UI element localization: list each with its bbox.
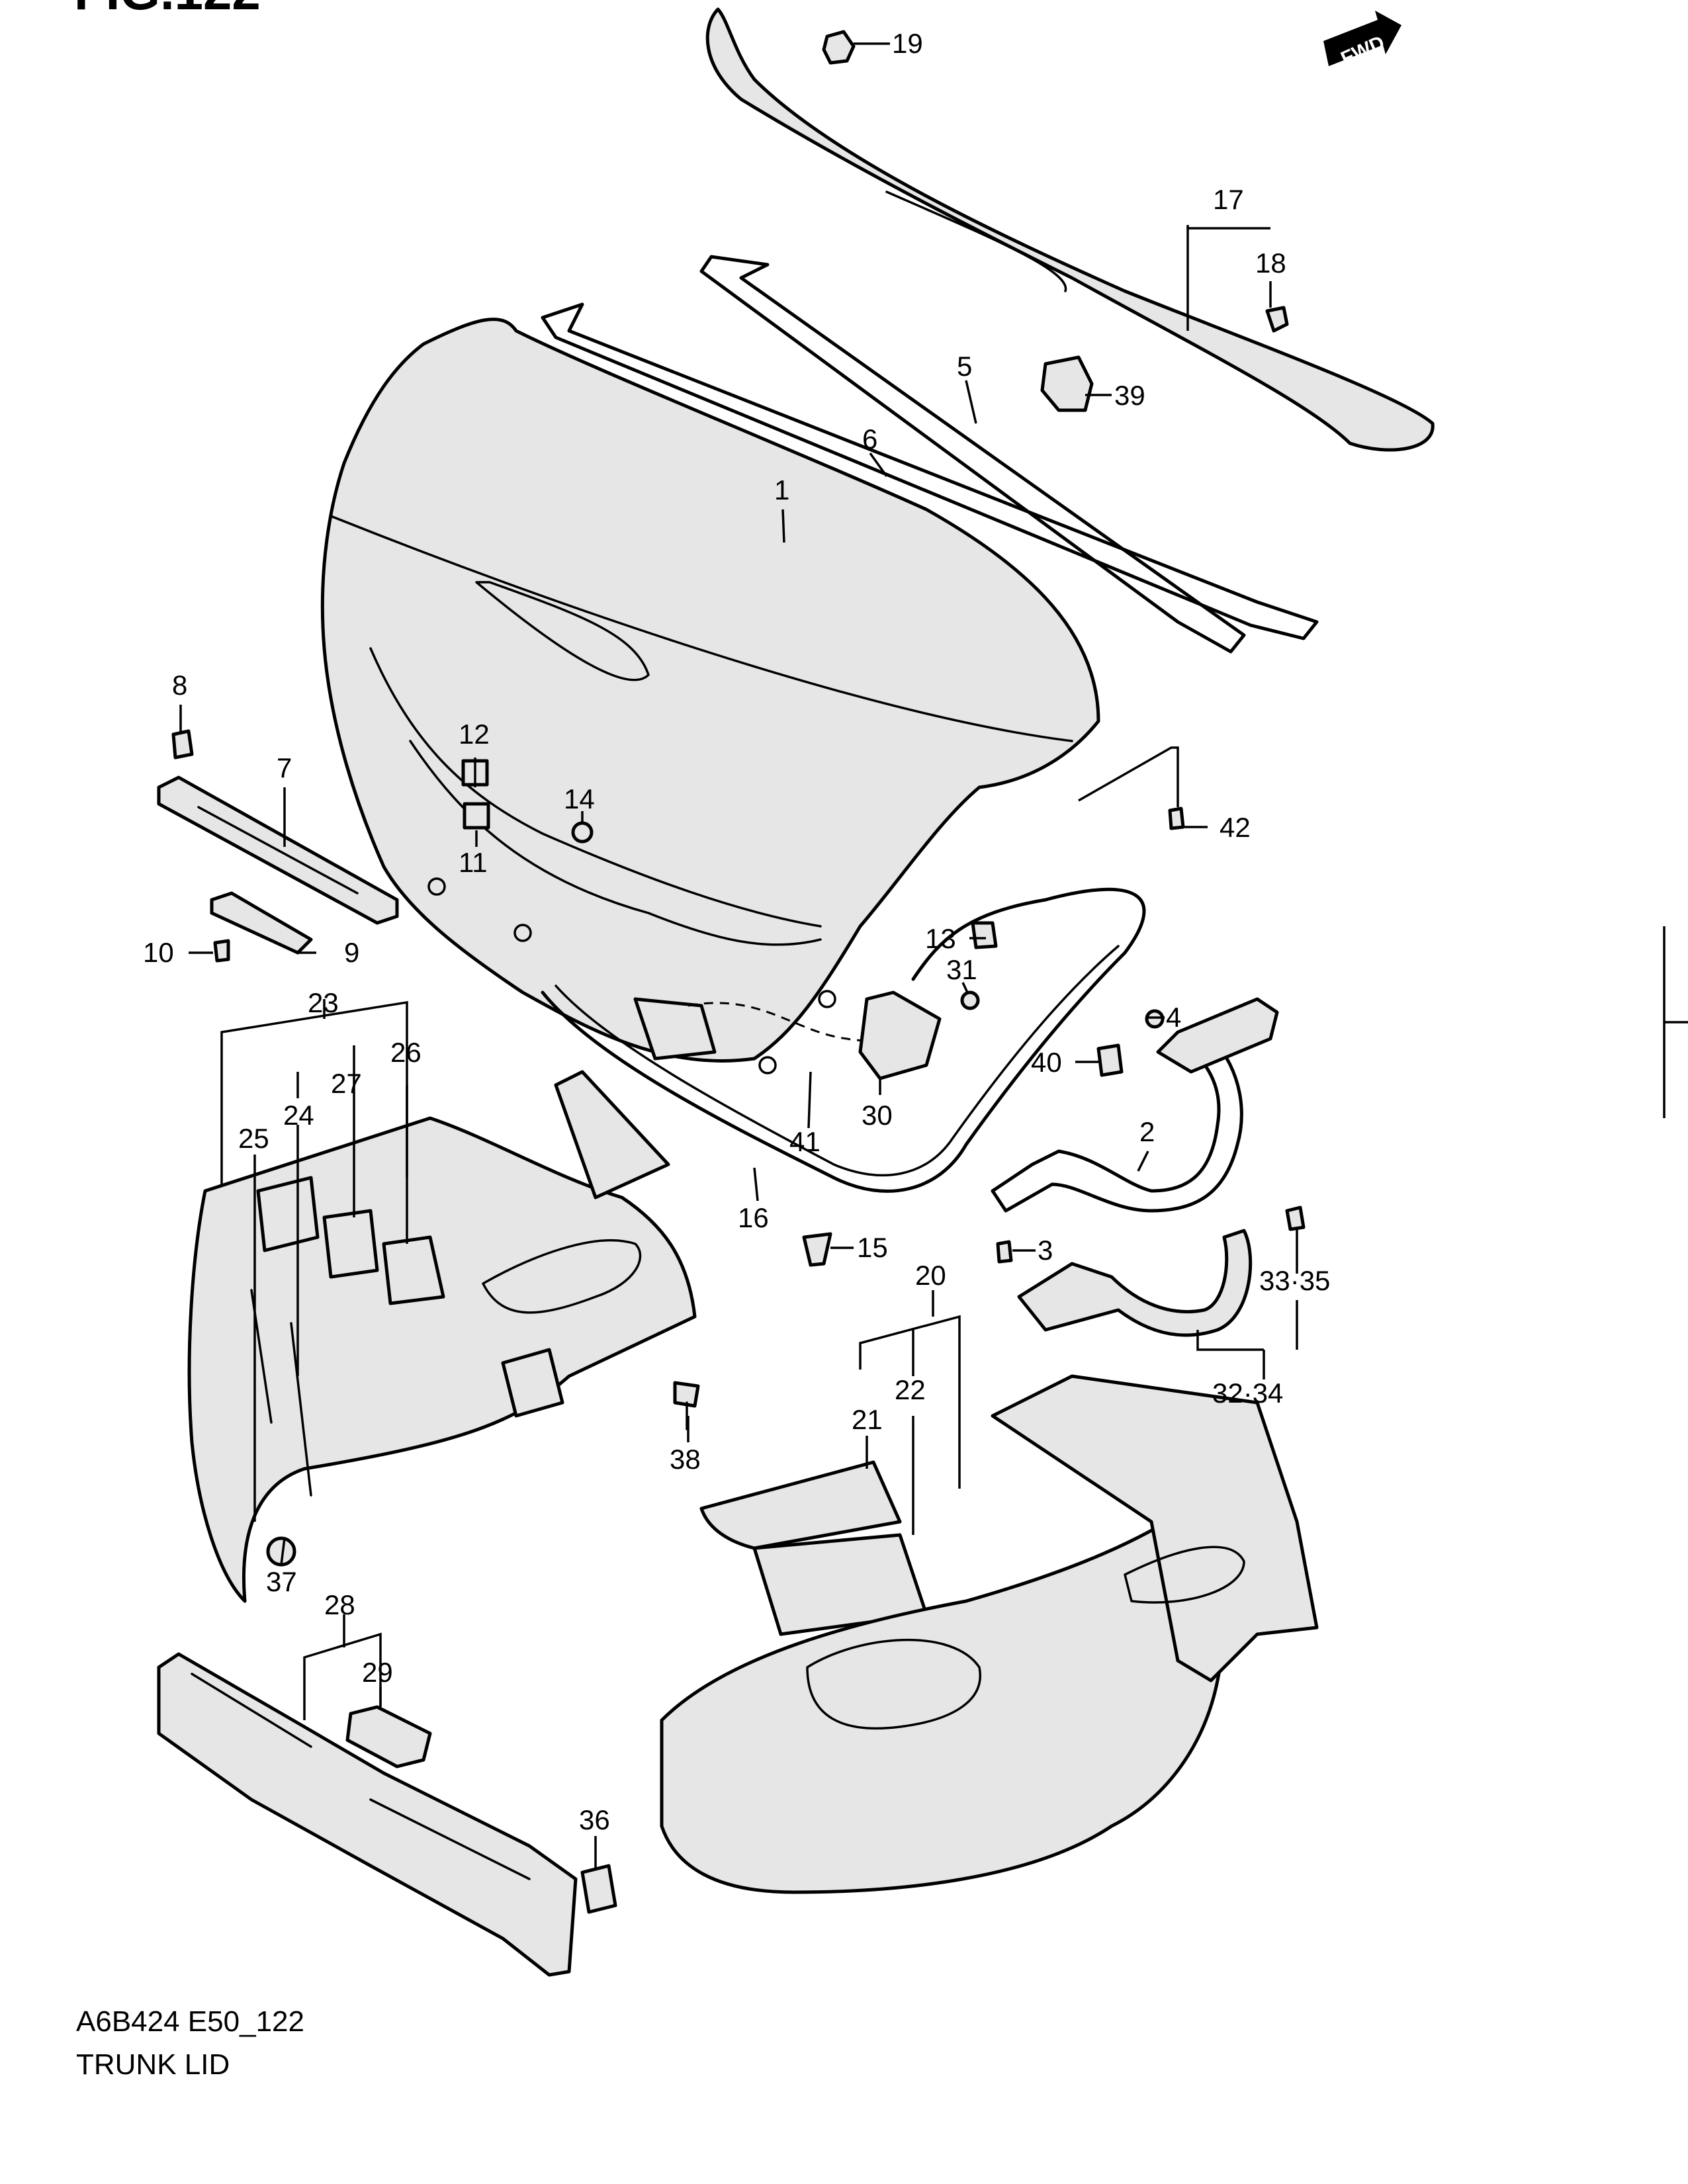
caption-name: TRUNK LID (76, 2048, 230, 2081)
hinge-arm-32-34 (1017, 1229, 1253, 1337)
garnish-7 (157, 775, 399, 925)
callout-42: 42 (1220, 812, 1251, 843)
callout-41: 41 (789, 1126, 821, 1157)
callout-33-35: 33·35 (1259, 1265, 1330, 1296)
callout-29: 29 (362, 1657, 393, 1688)
clip-15 (802, 1232, 832, 1267)
bolt-3 (996, 1240, 1013, 1264)
latch-30 (858, 990, 942, 1080)
bolt-14 (571, 821, 594, 844)
callout-8: 8 (172, 670, 187, 701)
callout-32-34: 32·34 (1212, 1377, 1283, 1409)
seal-16-inner (555, 945, 1120, 1177)
callout-31: 31 (946, 954, 977, 985)
bolt-31 (960, 990, 980, 1010)
screw-10 (213, 939, 230, 963)
leader-lines (179, 42, 1298, 1869)
bolt-4 (1145, 1009, 1165, 1029)
callout-15: 15 (857, 1232, 888, 1263)
callout-30: 30 (862, 1100, 893, 1131)
callout-3: 3 (1038, 1235, 1053, 1266)
callout-19: 19 (892, 28, 923, 59)
callout-40: 40 (1031, 1047, 1062, 1078)
callout-16: 16 (738, 1202, 769, 1233)
clip-18 (1265, 306, 1289, 333)
callout-26: 26 (390, 1037, 422, 1068)
figure-title: FIG.122 (74, 0, 261, 21)
left-trunk-trim (187, 1070, 697, 1603)
callout-labels: 1 2 3 4 5 6 7 8 9 10 11 12 13 14 15 16 1… (143, 28, 1330, 1835)
hinge-2 (991, 997, 1279, 1213)
callout-28: 28 (324, 1589, 355, 1620)
callout-22: 22 (895, 1374, 926, 1405)
rear-spoiler (705, 7, 1435, 452)
callout-13: 13 (925, 923, 956, 954)
weatherstrip-5 (699, 255, 1246, 654)
cover-29 (345, 1705, 432, 1769)
bolt-33-35 (1285, 1205, 1306, 1231)
callout-7: 7 (277, 752, 292, 783)
seal-16 (541, 887, 1146, 1193)
callout-18: 18 (1255, 247, 1286, 279)
callout-9: 9 (344, 937, 359, 968)
callout-14: 14 (564, 783, 595, 814)
sill-plate-28 (157, 1652, 578, 1977)
callout-27: 27 (331, 1068, 362, 1099)
clip-8 (171, 729, 194, 760)
cushion-13 (971, 921, 998, 949)
callout-39: 39 (1114, 380, 1145, 411)
callout-20: 20 (915, 1260, 946, 1291)
bolt-42 (1168, 807, 1185, 830)
callout-12: 12 (459, 719, 490, 750)
bracket-39 (1040, 355, 1094, 412)
nut-40 (1096, 1043, 1124, 1077)
callout-23: 23 (308, 987, 339, 1018)
callout-21: 21 (852, 1404, 883, 1435)
clip-38 (673, 1381, 700, 1408)
callout-1: 1 (774, 474, 789, 505)
nut-19 (822, 30, 856, 65)
callout-4: 4 (1166, 1002, 1181, 1033)
caption-code: A6B424 E50_122 (76, 2005, 304, 2038)
sticker-11 (463, 802, 490, 830)
seal-6 (541, 302, 1319, 640)
callout-25: 25 (238, 1123, 269, 1154)
callout-17: 17 (1213, 184, 1244, 215)
callout-37: 37 (266, 1566, 297, 1597)
light-9 (210, 891, 313, 955)
callout-5: 5 (957, 351, 972, 382)
callout-38: 38 (670, 1444, 701, 1475)
clip-36 (580, 1864, 617, 1914)
trunk-lid-body (320, 318, 1100, 1074)
callout-10: 10 (143, 937, 174, 968)
right-trunk-trim (660, 1374, 1319, 1894)
cable-41 (688, 1002, 914, 1042)
callout-11: 11 (459, 847, 488, 878)
callout-6: 6 (862, 423, 877, 455)
callout-36: 36 (579, 1804, 610, 1835)
callout-24: 24 (283, 1100, 314, 1131)
fwd-arrow-icon: FWD (1323, 11, 1401, 70)
callout-2: 2 (1139, 1116, 1155, 1147)
